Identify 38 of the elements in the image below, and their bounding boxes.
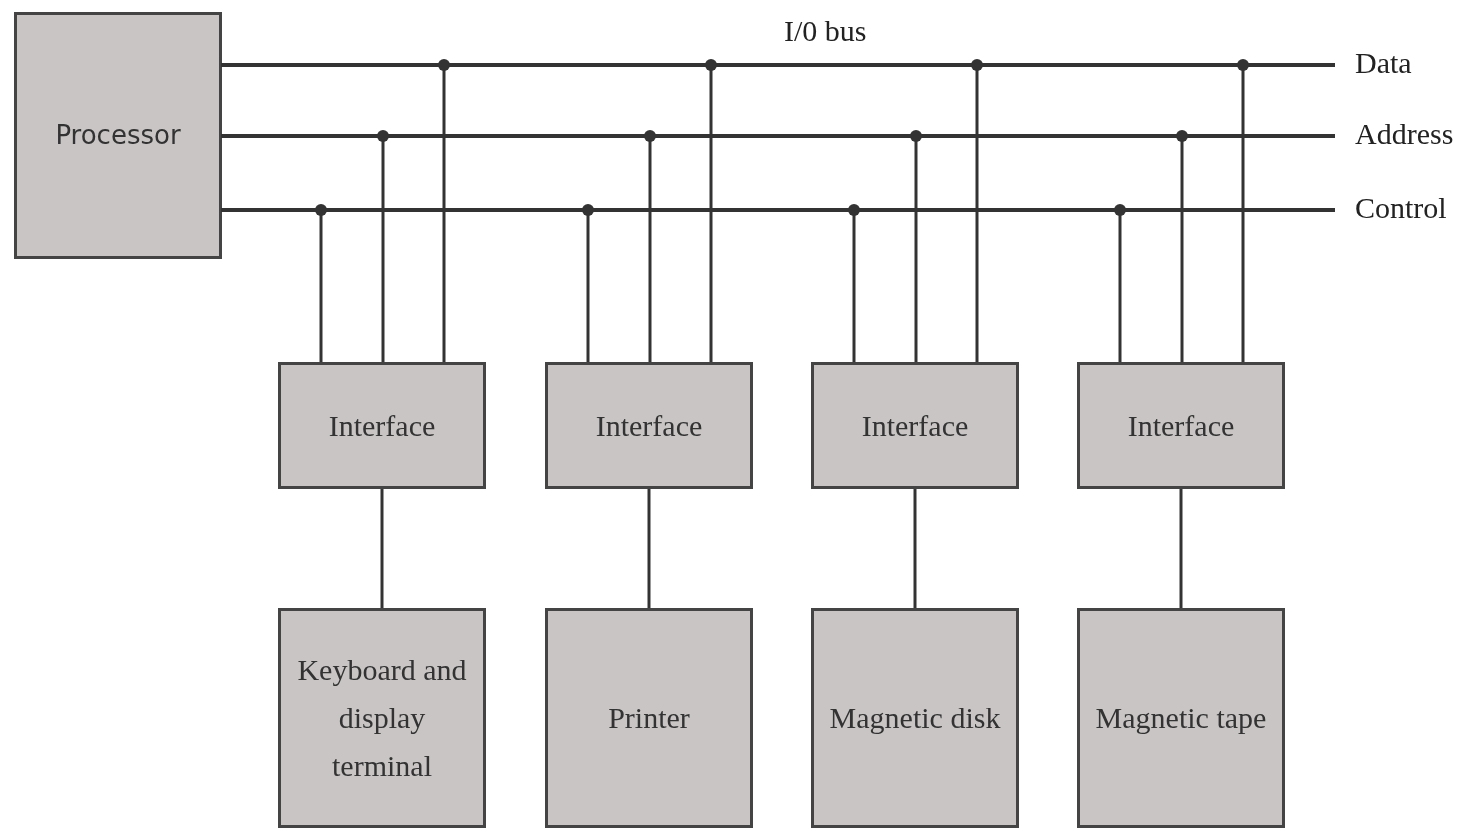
box-label: Magnetic disk xyxy=(828,700,1002,736)
box-label: Processor xyxy=(54,118,182,152)
device-box xyxy=(811,362,1019,489)
device-box xyxy=(278,362,486,489)
bus-tap-line xyxy=(315,204,327,362)
box-label: Interface xyxy=(594,407,704,444)
bus-label: Address xyxy=(1355,117,1454,151)
box-label: Interface xyxy=(1126,407,1236,444)
device-box xyxy=(545,362,753,489)
device-box xyxy=(1077,362,1285,489)
device-box xyxy=(1077,608,1285,828)
bus-tap-line xyxy=(582,204,594,362)
bus-label: Control xyxy=(1355,191,1447,225)
connector-line xyxy=(913,489,917,608)
box-label: Printer xyxy=(607,700,691,736)
connector-line xyxy=(1179,489,1183,608)
bus-tap-line xyxy=(1237,59,1249,362)
bus-tap-line xyxy=(1176,130,1188,362)
bus-tap-line xyxy=(910,130,922,362)
device-box xyxy=(811,608,1019,828)
box-label: Magnetic tape xyxy=(1094,700,1268,736)
bus-tap-line xyxy=(377,130,389,362)
bus-tap-line xyxy=(971,59,983,362)
bus-tap-line xyxy=(438,59,450,362)
bus-title: I/0 bus xyxy=(784,14,867,48)
connector-line xyxy=(647,489,651,608)
device-box xyxy=(545,608,753,828)
device-box xyxy=(278,608,486,828)
connector-line xyxy=(380,489,384,608)
box-label: Keyboard and display terminal xyxy=(296,652,468,784)
bus-tap-line xyxy=(848,204,860,362)
bus-label: Data xyxy=(1355,46,1412,80)
box-label: Interface xyxy=(327,407,437,444)
bus-tap-line xyxy=(644,130,656,362)
bus-tap-line xyxy=(705,59,717,362)
bus-tap-line xyxy=(1114,204,1126,362)
box-label: Interface xyxy=(860,407,970,444)
processor-box xyxy=(14,12,222,259)
